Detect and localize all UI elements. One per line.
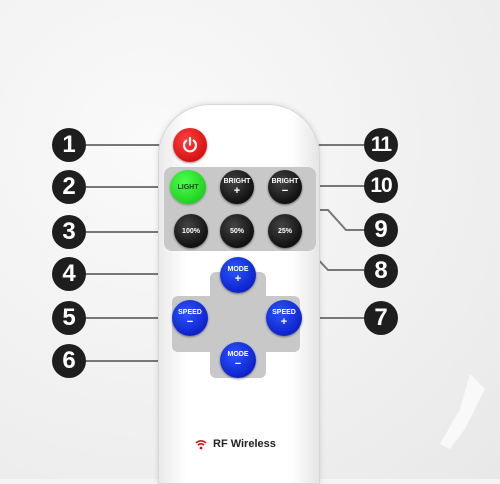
speed-down-button[interactable]: SPEED − <box>172 300 208 336</box>
watermark-shape <box>440 374 485 449</box>
brightness-25-button[interactable]: 25% <box>268 214 302 248</box>
brightness-100-label: 100% <box>182 227 200 235</box>
brand-label: RF Wireless <box>194 438 276 450</box>
speed-up-button[interactable]: SPEED + <box>266 300 302 336</box>
callout-4: 4 <box>52 257 86 291</box>
callout-11: 11 <box>364 128 398 162</box>
callout-10: 10 <box>364 169 398 203</box>
wireless-signal-icon <box>195 440 207 450</box>
brand-text: RF Wireless <box>213 438 276 450</box>
mode-up-label: MODE <box>227 265 249 273</box>
speed-down-label: SPEED <box>178 308 202 316</box>
bright-up-symbol: + <box>233 184 241 197</box>
power-icon <box>182 136 198 153</box>
mode-down-symbol: − <box>234 357 242 370</box>
callout-3: 3 <box>52 215 86 249</box>
brightness-100-button[interactable]: 100% <box>174 214 208 248</box>
callout-8: 8 <box>364 254 398 288</box>
callout-6: 6 <box>52 344 86 378</box>
bright-up-button[interactable]: BRIGHT + <box>220 170 254 204</box>
callout-9: 9 <box>364 213 398 247</box>
callout-5: 5 <box>52 301 86 335</box>
speed-up-label: SPEED <box>272 308 296 316</box>
bright-down-button[interactable]: BRIGHT − <box>268 170 302 204</box>
callout-2: 2 <box>52 170 86 204</box>
callout-1: 1 <box>52 128 86 162</box>
light-button[interactable]: LIGHT <box>170 170 206 204</box>
bright-up-label: BRIGHT <box>223 177 251 185</box>
brightness-50-button[interactable]: 50% <box>220 214 254 248</box>
mode-down-label: MODE <box>227 350 249 358</box>
bright-down-label: BRIGHT <box>271 177 299 185</box>
mode-up-symbol: + <box>234 272 242 285</box>
speed-down-symbol: − <box>186 315 194 328</box>
mode-down-button[interactable]: MODE − <box>220 342 256 378</box>
brightness-50-label: 50% <box>229 227 244 235</box>
light-button-label: LIGHT <box>177 183 199 191</box>
callout-7: 7 <box>364 301 398 335</box>
bright-down-symbol: − <box>281 184 289 197</box>
power-button[interactable] <box>173 128 207 162</box>
brightness-25-label: 25% <box>277 227 292 235</box>
speed-up-symbol: + <box>280 315 288 328</box>
mode-up-button[interactable]: MODE + <box>220 257 256 293</box>
